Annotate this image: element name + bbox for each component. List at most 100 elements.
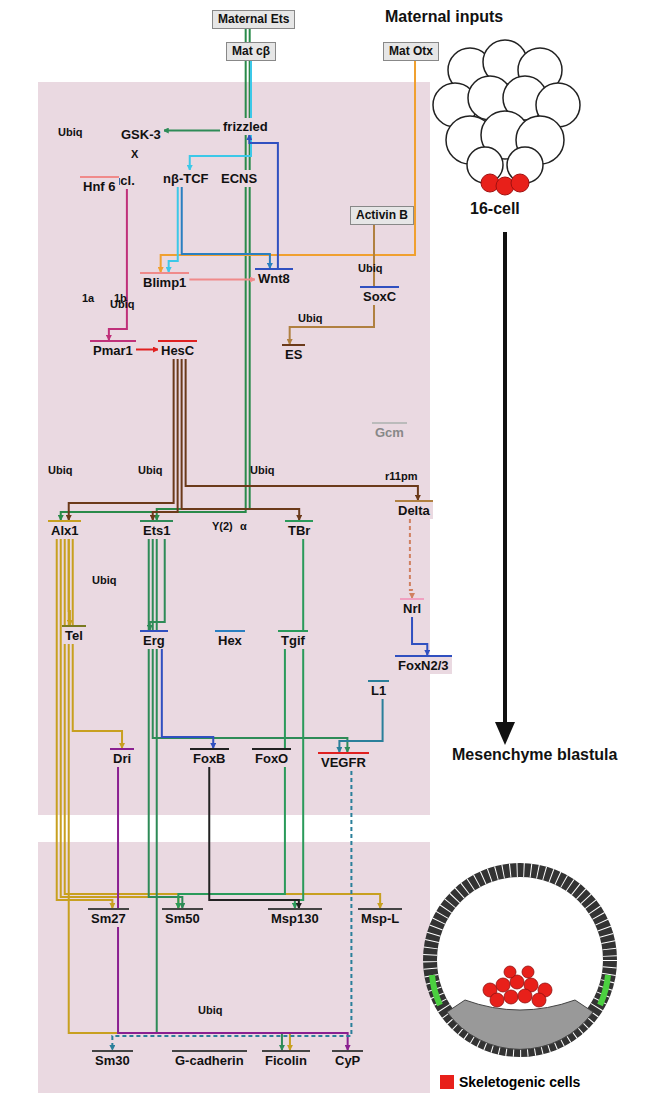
gene-node: Sm30 (92, 1050, 133, 1069)
gene-name: Hex (218, 633, 242, 648)
gene-node: GSK-3 (118, 126, 164, 143)
label: Ubiq (92, 574, 116, 587)
label: α (240, 520, 247, 533)
gene-name: Sm27 (91, 911, 126, 926)
gene-node: FoxB (190, 748, 229, 767)
gene-name: Delta (398, 503, 430, 518)
gene-name: Mat Otx (389, 44, 433, 59)
regulatory-link (189, 279, 255, 281)
regulatory-link (162, 649, 213, 748)
gene-name: G-cadherin (175, 1053, 244, 1068)
gene-node: HesC (158, 340, 197, 359)
regulatory-link (69, 539, 290, 1050)
input-box: Maternal Ets (212, 10, 295, 29)
gene-name: Dri (113, 751, 131, 766)
gene-node: CyP (332, 1050, 363, 1069)
gene-name: nβ-TCF (163, 171, 208, 186)
regulatory-link (149, 539, 183, 908)
gene-node: Sm27 (88, 908, 129, 927)
regulatory-link (290, 225, 374, 344)
gene-node: Erg (140, 630, 168, 649)
gene-node: Hex (215, 630, 245, 649)
regulatory-link (118, 767, 348, 1050)
legend: Skeletogenic cells (440, 1074, 580, 1090)
gene-node: Msp130 (268, 908, 322, 927)
gene-node: FoxN2/3 (395, 655, 452, 674)
gene-name: Hnf 6 (83, 179, 116, 194)
gene-name: Msp-L (361, 911, 399, 926)
gene-node: Sm50 (162, 908, 203, 927)
gene-name: Gcm (375, 425, 404, 440)
gene-name: FoxN2/3 (398, 658, 449, 673)
label: Ubiq (250, 464, 274, 477)
gene-name: ECNS (221, 171, 257, 186)
label: Ubiq (138, 464, 162, 477)
gene-node: ES (282, 344, 305, 363)
label: 16-cell (470, 202, 520, 215)
regulatory-link (178, 649, 285, 908)
gene-name: Maternal Ets (218, 12, 289, 27)
regulatory-link (412, 617, 427, 655)
gene-name: FoxO (255, 751, 288, 766)
label: r11pm (385, 470, 417, 483)
regulatory-link (112, 771, 351, 1050)
gene-name: Blimp1 (143, 275, 186, 290)
gene-node: FoxO (252, 748, 291, 767)
gene-node: Tel (62, 625, 86, 644)
gene-node: Alx1 (48, 520, 81, 539)
regulatory-link (164, 130, 220, 132)
regulatory-link (136, 349, 158, 351)
gene-node: Dri (110, 748, 134, 767)
input-box: Mat Otx (383, 42, 439, 61)
gene-name: Mat cβ (232, 44, 270, 59)
gene-node: G-cadherin (172, 1050, 247, 1069)
gene-node: TBr (285, 520, 313, 539)
input-box: Mat cβ (226, 42, 276, 61)
gene-node: Gcm (372, 422, 407, 441)
regulatory-link (69, 359, 174, 520)
gene-node: Ets1 (140, 520, 173, 539)
label: Ubiq (48, 464, 72, 477)
label: Ubiq (298, 312, 322, 325)
gene-name: L1 (371, 683, 386, 698)
gene-name: Activin B (356, 208, 408, 223)
regulatory-link (61, 539, 179, 908)
label: Ubiq (198, 1004, 222, 1017)
gene-node: Blimp1 (140, 272, 189, 291)
label: Y(2) (212, 520, 233, 533)
gene-name: Alx1 (51, 523, 78, 538)
regulatory-link (339, 699, 382, 752)
gene-name: HesC (161, 343, 194, 358)
regulatory-link (169, 187, 178, 272)
regulatory-link (182, 359, 300, 520)
label: X (131, 148, 138, 161)
gene-name: Sm30 (95, 1053, 130, 1068)
regulatory-link (61, 29, 246, 520)
regulatory-link (161, 61, 415, 272)
gene-node: nβ-TCF (160, 170, 211, 187)
gene-node: L1 (368, 680, 389, 699)
regulatory-link (153, 539, 348, 752)
gene-name: ES (285, 347, 302, 362)
label: Ubiq (58, 126, 82, 139)
label: Mesenchyme blastula (452, 748, 617, 761)
gene-name: frizzled (223, 119, 268, 134)
gene-node: Msp-L (358, 908, 402, 927)
gene-name: FoxB (193, 751, 226, 766)
regulatory-link (182, 187, 270, 268)
gene-node: VEGFR (318, 752, 369, 771)
gene-node: Pmar1 (90, 340, 136, 359)
gene-node: frizzled (220, 118, 271, 135)
gene-node: ECNS (218, 170, 260, 187)
gene-node: SoxC (360, 286, 399, 305)
regulatory-link (65, 539, 380, 908)
input-box: Activin B (350, 206, 414, 225)
regulatory-link (153, 359, 178, 520)
regulatory-link (249, 135, 277, 268)
gene-node: Ficolin (262, 1050, 310, 1069)
regulatory-link (109, 189, 127, 340)
gene-name: SoxC (363, 289, 396, 304)
gene-name: TBr (288, 523, 310, 538)
